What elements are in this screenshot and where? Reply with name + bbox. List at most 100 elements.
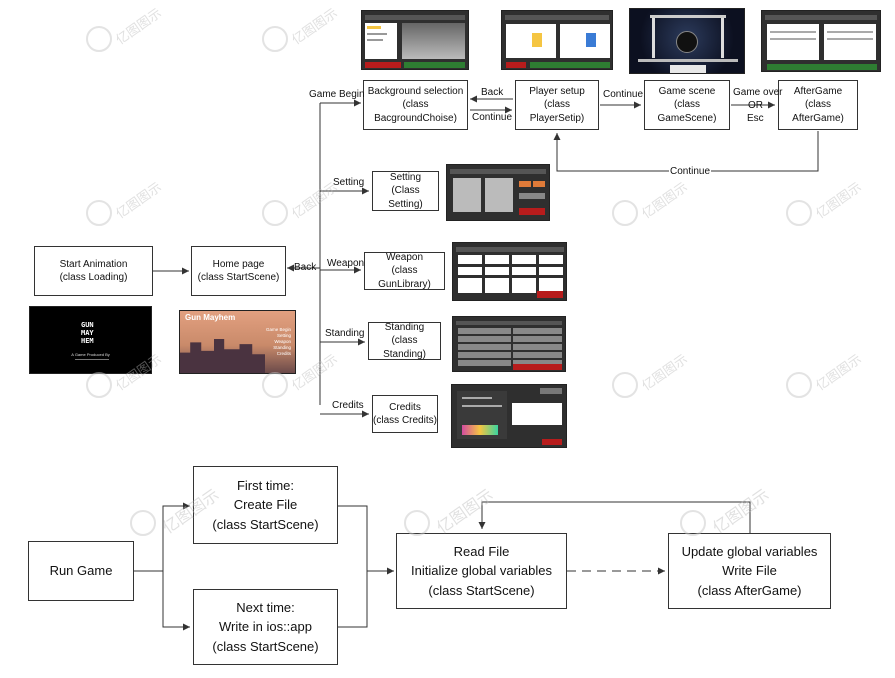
next-time-box: Next time: Write in ios::app (class Star… <box>193 589 338 665</box>
watermark-logo-icon <box>86 372 112 398</box>
standing-box: Standing (class Standing) <box>368 322 441 360</box>
background-selection-title: Background selection <box>367 85 464 97</box>
edge-next-to-read <box>338 571 368 628</box>
standing-title: Standing <box>384 321 425 333</box>
game-scene-title: Game scene <box>658 85 716 97</box>
start-animation-class: (class Loading) <box>59 272 128 283</box>
start-animation-box: Start Animation (class Loading) <box>34 246 153 296</box>
watermark-logo-icon <box>786 372 812 398</box>
home-screenshot: Gun Mayhem Game Begin Setting Weapon Sta… <box>179 310 296 374</box>
home-menu-item: Standing <box>273 345 291 350</box>
home-page-box: Home page (class StartScene) <box>191 246 286 296</box>
read-file-box: Read File Initialize global variables (c… <box>396 533 567 609</box>
aftergame-screenshot <box>761 10 881 72</box>
label-standing: Standing <box>325 328 365 339</box>
weapon-screenshot <box>452 242 567 301</box>
home-preview-title: Gun Mayhem <box>185 313 236 322</box>
setting-title: Setting <box>389 171 422 183</box>
label-continue-loop: Continue <box>669 166 712 178</box>
background-screenshot <box>361 10 469 70</box>
update-file-title: Update global variables <box>681 543 818 559</box>
label-game-begin: Game Begin <box>309 89 365 100</box>
first-time-action: Create File <box>233 497 298 513</box>
home-page-title: Home page <box>212 258 265 270</box>
setting-box: Setting (Class Setting) <box>372 171 439 211</box>
credits-screenshot <box>451 384 567 448</box>
update-file-class: (class AfterGame) <box>697 582 802 598</box>
weapon-class: (class GunLibrary) <box>378 265 431 290</box>
weapon-title: Weapon <box>385 251 424 263</box>
watermark-logo-icon <box>404 510 430 536</box>
edge-first-to-read <box>338 505 394 575</box>
game-logo-line3: HEM <box>81 337 94 345</box>
read-file-title: Read File <box>453 543 510 559</box>
home-buildings <box>180 339 265 373</box>
aftergame-class: (class AfterGame) <box>792 99 844 124</box>
home-menu: Game Begin Setting Weapon Standing Credi… <box>266 327 291 357</box>
home-menu-item: Credits <box>276 351 291 356</box>
watermark-logo-icon <box>86 200 112 226</box>
watermark-logo-icon <box>262 26 288 52</box>
label-setting: Setting <box>333 177 365 188</box>
setting-screenshot <box>446 164 550 221</box>
watermark-logo-icon <box>612 372 638 398</box>
home-page-class: (class StartScene) <box>197 272 280 283</box>
aftergame-title: AfterGame <box>793 85 843 97</box>
game-logo: GUN MAY HEM <box>81 321 94 345</box>
setting-class: (Class Setting) <box>388 185 423 210</box>
next-time-title: Next time: <box>236 599 295 615</box>
background-selection-box: Background selection (class BacgroundCho… <box>363 80 468 130</box>
loading-screenshot: GUN MAY HEM A Game Produced By <box>29 306 152 374</box>
game-logo-line2: MAY <box>81 329 94 337</box>
background-selection-class: (class BacgroundChoise) <box>374 99 457 124</box>
game-logo-line1: GUN <box>81 321 94 329</box>
update-file-box: Update global variables Write File (clas… <box>668 533 831 609</box>
edge-run-to-next <box>162 571 190 631</box>
watermark-logo-icon <box>130 510 156 536</box>
credits-box: Credits (class Credits) <box>372 395 438 433</box>
home-menu-item: Weapon <box>274 339 291 344</box>
loading-bar <box>75 359 109 360</box>
watermark-logo-icon <box>680 510 706 536</box>
credits-title: Credits <box>389 401 421 413</box>
run-game-box: Run Game <box>28 541 134 601</box>
label-credits: Credits <box>332 400 364 411</box>
label-weapon: Weapon <box>327 258 365 269</box>
label-back-home: Back <box>294 262 317 273</box>
edge-update-loop <box>478 501 751 533</box>
edge-run-to-first <box>162 502 190 571</box>
label-or: OR <box>748 100 763 111</box>
player-setup-title: Player setup <box>529 85 585 97</box>
player-setup-class: (class PlayerSetip) <box>529 99 585 124</box>
run-game-label: Run Game <box>49 563 113 579</box>
watermark-logo-icon <box>262 200 288 226</box>
next-time-action: Write in ios::app <box>219 619 312 635</box>
label-game-over: Game over <box>733 87 783 98</box>
game-logo-tagline: A Game Produced By <box>71 352 110 357</box>
aftergame-box: AfterGame (class AfterGame) <box>778 80 858 130</box>
watermark-logo-icon <box>786 200 812 226</box>
next-time-class: (class StartScene) <box>212 638 319 654</box>
first-time-box: First time: Create File (class StartScen… <box>193 466 338 544</box>
player-setup-screenshot <box>501 10 613 70</box>
label-esc: Esc <box>747 113 764 124</box>
label-back-top: Back <box>481 87 504 98</box>
credits-class: (class Credits) <box>373 415 437 426</box>
edge-aftergame-loop <box>553 131 819 172</box>
weapon-box: Weapon (class GunLibrary) <box>364 252 445 290</box>
read-file-class: (class StartScene) <box>428 582 535 598</box>
home-menu-item: Setting <box>276 333 291 338</box>
watermark-logo-icon <box>86 26 112 52</box>
game-scene-class: (class GameScene) <box>657 99 717 124</box>
update-file-action: Write File <box>722 563 777 579</box>
read-file-action: Initialize global variables <box>411 563 552 579</box>
watermark-logo-icon <box>262 372 288 398</box>
start-animation-title: Start Animation <box>59 258 128 270</box>
player-setup-box: Player setup (class PlayerSetip) <box>515 80 599 130</box>
standing-screenshot <box>452 316 566 372</box>
home-menu-item: Game Begin <box>265 327 291 332</box>
standing-class: (class Standing) <box>383 335 426 360</box>
watermark-logo-icon <box>612 200 638 226</box>
game-scene-box: Game scene (class GameScene) <box>644 80 730 130</box>
first-time-title: First time: <box>236 477 295 493</box>
